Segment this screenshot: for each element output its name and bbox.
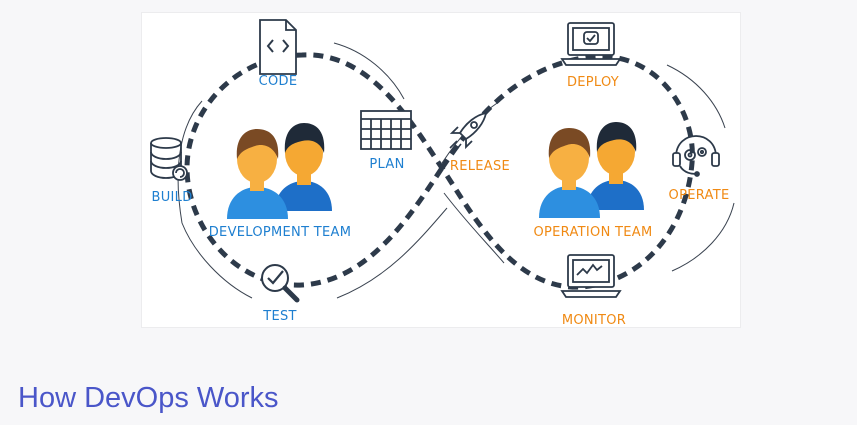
stage-label-monitor: MONITOR bbox=[562, 313, 626, 328]
development-team-avatar bbox=[227, 123, 332, 219]
outer-arc-bottom-left bbox=[336, 207, 448, 299]
stage-label-build: BUILD bbox=[151, 190, 192, 205]
stage-label-code: CODE bbox=[259, 74, 298, 89]
devops-infinity-loop: CODE PLAN BUILD TEST DEVELOPMENT TEAM RE… bbox=[150, 19, 735, 328]
team-label-development: DEVELOPMENT TEAM bbox=[209, 225, 351, 240]
devops-diagram: CODE PLAN BUILD TEST DEVELOPMENT TEAM RE… bbox=[141, 12, 741, 328]
plan-calendar-icon bbox=[360, 110, 412, 150]
stage-label-plan: PLAN bbox=[369, 157, 404, 172]
outer-arc-left bbox=[177, 100, 253, 299]
stage-label-release: RELEASE bbox=[450, 159, 510, 174]
page-title: How DevOps Works bbox=[18, 382, 279, 414]
operation-team-avatar bbox=[539, 122, 644, 218]
deploy-laptop-icon bbox=[560, 22, 622, 66]
outer-arc-top-left bbox=[333, 42, 405, 100]
monitor-laptop-icon bbox=[560, 254, 622, 298]
outer-arc-bottom-right bbox=[671, 202, 735, 272]
infinity-loop-path bbox=[184, 52, 695, 290]
team-label-operation: OPERATION TEAM bbox=[533, 225, 652, 240]
outer-arc-center-down bbox=[443, 192, 505, 264]
build-database-icon bbox=[150, 137, 188, 181]
stage-label-deploy: DEPLOY bbox=[567, 75, 619, 90]
stage-label-test: TEST bbox=[262, 309, 297, 324]
release-rocket-icon bbox=[449, 111, 488, 151]
stage-label-operate: OPERATE bbox=[669, 188, 730, 203]
operate-headset-icon bbox=[672, 135, 720, 177]
test-magnifier-icon bbox=[261, 264, 300, 303]
code-file-icon bbox=[259, 19, 297, 75]
outer-arc-top-right bbox=[666, 64, 726, 129]
outer-arcs bbox=[177, 42, 735, 299]
